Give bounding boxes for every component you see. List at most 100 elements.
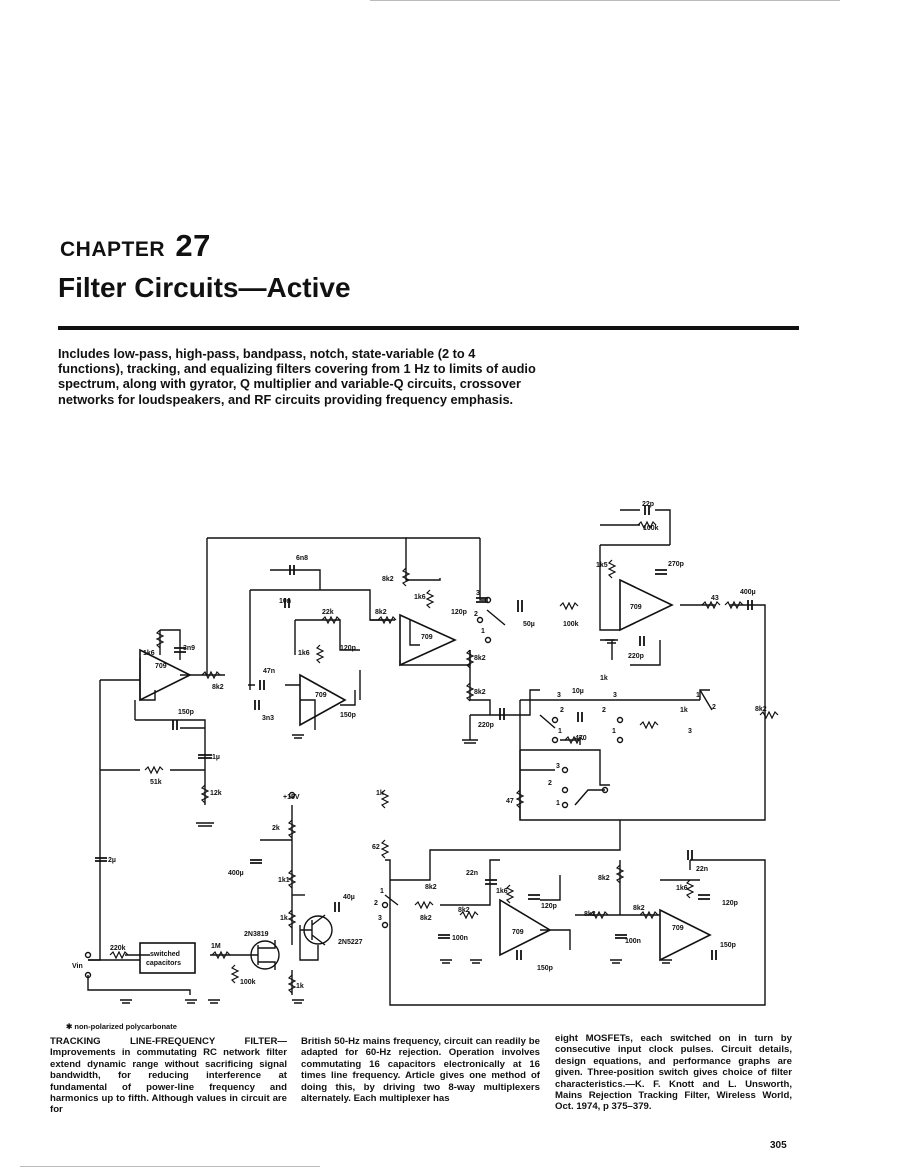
svg-text:2: 2	[548, 780, 552, 787]
svg-text:3: 3	[688, 728, 692, 735]
svg-text:709: 709	[315, 692, 327, 699]
scan-edge-top	[370, 0, 840, 1]
svg-text:400µ: 400µ	[740, 589, 756, 596]
svg-text:1k: 1k	[280, 915, 288, 922]
svg-text:2: 2	[374, 900, 378, 907]
svg-text:120p: 120p	[340, 645, 356, 652]
svg-text:100n: 100n	[625, 938, 641, 945]
svg-text:120p: 120p	[541, 903, 557, 910]
caption-column-1: TRACKING LINE-FREQUENCY FILTER—Improveme…	[50, 1036, 287, 1116]
resistor-symbols	[109, 520, 779, 994]
svg-text:150p: 150p	[720, 942, 736, 949]
svg-text:50µ: 50µ	[523, 621, 535, 628]
svg-text:470: 470	[575, 735, 587, 742]
svg-text:3: 3	[557, 692, 561, 699]
svg-text:1k1: 1k1	[278, 877, 290, 884]
svg-text:51k: 51k	[150, 779, 162, 786]
svg-text:3n9: 3n9	[183, 645, 195, 652]
svg-text:709: 709	[630, 604, 642, 611]
svg-text:8k2: 8k2	[382, 576, 394, 583]
svg-text:8k2: 8k2	[420, 915, 432, 922]
chapter-number: 27	[175, 228, 211, 263]
svg-text:150p: 150p	[178, 709, 194, 716]
svg-text:1: 1	[556, 800, 560, 807]
svg-text:43: 43	[711, 595, 719, 602]
svg-text:709: 709	[672, 925, 684, 932]
svg-text:100k: 100k	[240, 979, 256, 986]
svg-text:2k: 2k	[272, 825, 280, 832]
op-amp-3	[399, 613, 457, 667]
svg-text:1k5: 1k5	[596, 562, 608, 569]
svg-text:47: 47	[506, 798, 514, 805]
svg-text:8k2: 8k2	[755, 706, 767, 713]
chapter-heading: CHAPTER 27	[60, 228, 211, 264]
svg-text:22n: 22n	[696, 866, 708, 873]
svg-text:100k: 100k	[563, 621, 579, 628]
svg-text:1k: 1k	[680, 707, 688, 714]
schematic-labels: 22p 100k 1k5 270p 709 220p 43 400µ 6n8 1…	[72, 501, 767, 990]
op-amp-1	[139, 648, 192, 702]
ground-symbols	[120, 639, 672, 1004]
caption-column-2: British 50-Hz mains frequency, circuit c…	[301, 1036, 540, 1105]
svg-text:8k2: 8k2	[425, 884, 437, 891]
svg-text:2N5227: 2N5227	[338, 939, 363, 946]
title-rule	[58, 326, 799, 330]
svg-text:capacitors: capacitors	[146, 960, 181, 967]
svg-text:2: 2	[602, 707, 606, 714]
svg-text:220k: 220k	[110, 945, 126, 952]
svg-text:709: 709	[421, 634, 433, 641]
svg-text:22n: 22n	[466, 870, 478, 877]
svg-text:400µ: 400µ	[228, 870, 244, 877]
transistor-symbols	[245, 914, 333, 970]
svg-text:1: 1	[558, 728, 562, 735]
svg-text:8k2: 8k2	[458, 907, 470, 914]
switched-capacitors-block	[139, 942, 196, 974]
svg-text:1k: 1k	[600, 675, 608, 682]
svg-text:2N3819: 2N3819	[244, 931, 269, 938]
svg-text:1k: 1k	[296, 983, 304, 990]
svg-text:10µ: 10µ	[572, 688, 584, 695]
svg-text:1: 1	[696, 692, 700, 699]
scan-edge-bottom	[20, 1166, 320, 1167]
svg-text:8k2: 8k2	[598, 875, 610, 882]
svg-text:switched: switched	[150, 951, 180, 958]
svg-text:22p: 22p	[642, 501, 654, 508]
svg-text:1k6: 1k6	[676, 885, 688, 892]
page-number: 305	[770, 1140, 787, 1151]
capacitor-symbols	[95, 505, 753, 960]
svg-text:1k6: 1k6	[414, 594, 426, 601]
svg-text:1k: 1k	[376, 790, 384, 797]
op-amp-4	[619, 578, 674, 632]
svg-text:2: 2	[712, 704, 716, 711]
svg-text:8k2: 8k2	[474, 689, 486, 696]
svg-text:6n8: 6n8	[296, 555, 308, 562]
svg-text:1: 1	[380, 888, 384, 895]
chapter-intro: Includes low-pass, high-pass, bandpass, …	[58, 346, 536, 407]
svg-text:709: 709	[512, 929, 524, 936]
schematic-footnote: ✱ non-polarized polycarbonate	[66, 1022, 177, 1031]
svg-text:1: 1	[481, 628, 485, 635]
svg-text:8k2: 8k2	[375, 609, 387, 616]
svg-text:150p: 150p	[537, 965, 553, 972]
svg-text:120p: 120p	[451, 609, 467, 616]
svg-text:12k: 12k	[210, 790, 222, 797]
svg-text:2: 2	[474, 611, 478, 618]
svg-text:3n3: 3n3	[262, 715, 274, 722]
op-amp-6	[659, 908, 712, 962]
op-amp-5	[499, 898, 552, 957]
svg-text:1k6: 1k6	[298, 650, 310, 657]
svg-text:Vin: Vin	[72, 963, 83, 970]
svg-text:62: 62	[372, 844, 380, 851]
svg-text:22k: 22k	[322, 609, 334, 616]
svg-text:1k6: 1k6	[496, 888, 508, 895]
svg-text:709: 709	[155, 663, 167, 670]
svg-text:8k2: 8k2	[474, 655, 486, 662]
caption-column-3: eight MOSFETs, each switched on in turn …	[555, 1033, 792, 1113]
chapter-label: CHAPTER	[60, 238, 166, 261]
page-title: Filter Circuits—Active	[58, 272, 351, 303]
svg-text:270p: 270p	[668, 561, 684, 568]
svg-text:8k2: 8k2	[212, 684, 224, 691]
svg-text:1: 1	[612, 728, 616, 735]
svg-text:47n: 47n	[263, 668, 275, 675]
svg-text:40µ: 40µ	[343, 894, 355, 901]
